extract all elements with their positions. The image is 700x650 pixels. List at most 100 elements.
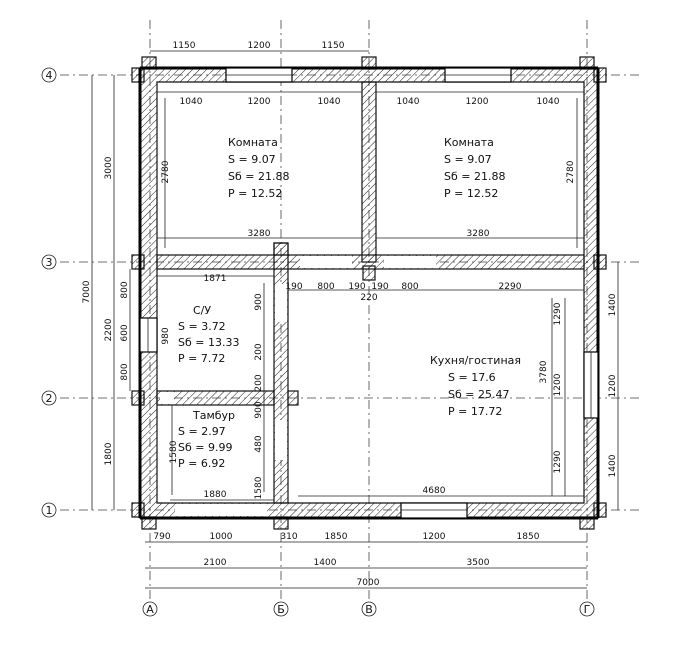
vestibule-gross-area: Sб = 9.99 [178,441,232,454]
axis-label-v: В [365,603,373,616]
axis-label-1: 1 [46,504,53,517]
axis-marker-v [361,601,377,617]
interior-wall-2 [156,390,275,406]
kitchen-gross-area: Sб = 25.47 [448,388,509,401]
log-end [593,502,607,518]
vestibule-perimeter: P = 6.92 [178,457,225,470]
doorway [175,504,267,516]
dim-text: 1200 [248,41,271,51]
dim-text: 1000 [210,532,233,542]
dimension-lines [91,50,619,589]
walls [131,56,607,530]
dim-text: 2780 [161,160,171,183]
log-end [593,254,607,270]
dim-text: 1200 [248,97,271,107]
dimension-texts: 1150 1200 1150 1040 1200 1040 1040 1200 … [82,41,618,588]
axis-marker-4 [41,67,57,83]
doorway [275,420,287,460]
wc-area: S = 3.72 [178,320,226,333]
dim-text: 1040 [537,97,560,107]
dim-text: 1850 [517,532,540,542]
room2-name: Комната [444,136,494,149]
room1-gross-area: Sб = 21.88 [228,170,289,183]
dim-text: 800 [317,282,334,292]
room2-perimeter: P = 12.52 [444,187,498,200]
dim-text: 1150 [322,41,345,51]
window-kitchen-bottom [400,502,468,519]
wc-name: С/У [193,304,211,317]
log-end [287,390,299,406]
room2-gross-area: Sб = 21.88 [444,170,505,183]
dim-text: 3500 [467,558,490,568]
dim-text: 1200 [553,373,563,396]
dim-text: 220 [360,293,377,303]
dim-text: 7000 [82,280,92,303]
dim-text: 800 [120,281,130,298]
dim-text: 1040 [180,97,203,107]
dim-text: 2100 [204,558,227,568]
dim-text: 1580 [169,440,179,463]
log-end [273,242,289,256]
dim-text: 190 [371,282,388,292]
wc-perimeter: P = 7.72 [178,352,225,365]
dim-text: 1400 [608,454,618,477]
dim-text: 900 [254,401,264,418]
dim-text: 1400 [608,293,618,316]
interior-wall-v [361,81,377,263]
axis-marker-a [142,601,158,617]
axis-marker-b [273,601,289,617]
doorway [384,256,436,268]
kitchen-area: S = 17.6 [448,371,496,384]
dim-text: 7000 [357,578,380,588]
dim-text: 190 [285,282,302,292]
dim-text: 900 [254,293,264,310]
dim-text: 480 [254,435,264,452]
dim-text: 1040 [397,97,420,107]
axis-marker-2 [41,390,57,406]
doorway [275,284,287,322]
axis-marker-1 [41,502,57,518]
axis-label-3: 3 [46,256,53,269]
windows [139,67,599,519]
room1-name: Комната [228,136,278,149]
dim-text: 790 [153,532,170,542]
axis-label-2: 2 [46,392,53,405]
log-end [131,390,145,406]
dim-text: 200 [254,374,264,391]
room-labels: Комната S = 9.07 Sб = 21.88 P = 12.52 Ко… [178,136,521,470]
dim-text: 1871 [204,274,227,284]
axis-markers: 4 3 2 1 А Б В Г [41,67,595,617]
log-end [131,502,145,518]
log-end [131,254,145,270]
wc-gross-area: Sб = 13.33 [178,336,239,349]
room1-perimeter: P = 12.52 [228,187,282,200]
dim-text: 3280 [248,229,271,239]
dim-text: 2200 [104,318,114,341]
kitchen-perimeter: P = 17.72 [448,405,502,418]
dim-text: 1200 [608,374,618,397]
axis-label-g: Г [584,603,591,616]
dim-text: 200 [254,343,264,360]
dim-text: 1200 [423,532,446,542]
axis-label-b: Б [277,603,285,616]
dim-text: 600 [120,324,130,341]
axis-label-4: 4 [46,69,53,82]
dim-text: 3000 [104,156,114,179]
doorway [300,256,352,268]
wall-stub [362,265,376,281]
axis-label-a: А [146,603,154,616]
dim-text: 1800 [104,442,114,465]
dim-text: 800 [401,282,418,292]
axis-marker-g [579,601,595,617]
doorway [160,392,174,404]
dim-text: 4680 [423,486,446,496]
dim-text: 1290 [553,450,563,473]
room2-area: S = 9.07 [444,153,492,166]
dim-text: 1880 [204,490,227,500]
dim-text: 2780 [566,160,576,183]
dim-text: 1580 [254,476,264,499]
dim-text: 1040 [318,97,341,107]
vestibule-area: S = 2.97 [178,425,226,438]
dim-text: 1290 [553,302,563,325]
